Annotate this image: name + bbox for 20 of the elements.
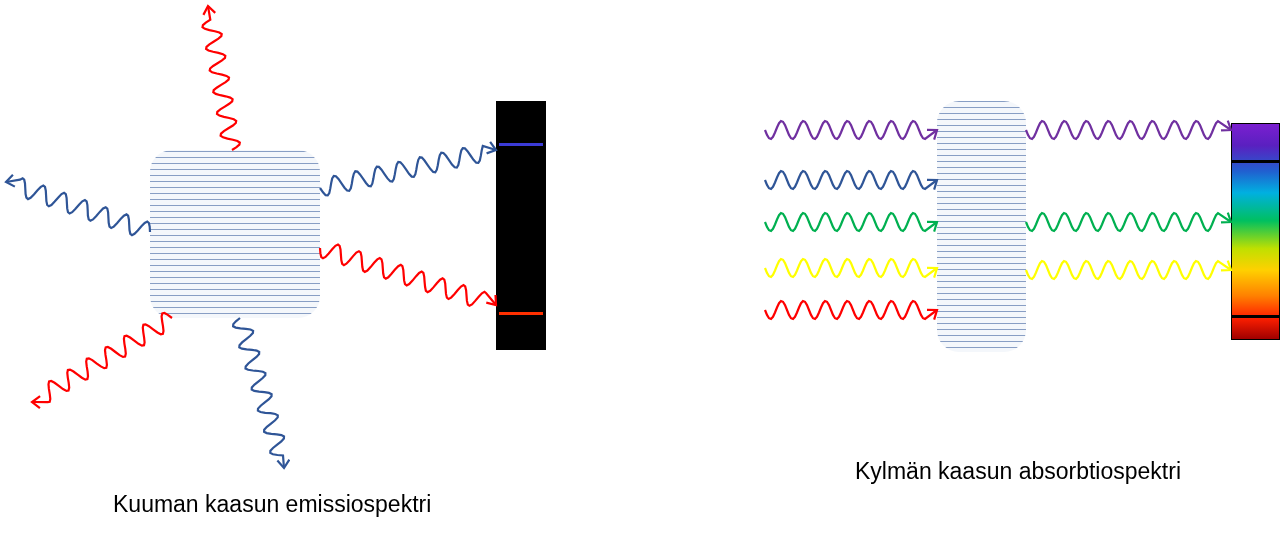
wavy-arrow xyxy=(764,169,939,191)
wavy-arrow xyxy=(1025,119,1233,141)
wavy-arrow xyxy=(764,257,939,279)
caption-text: Kuuman kaasun emissiospektri xyxy=(113,491,432,518)
gas-cloud xyxy=(937,101,1026,352)
wavy-arrow xyxy=(201,4,241,151)
wavy-arrow xyxy=(231,317,291,470)
wavy-arrow xyxy=(319,140,498,197)
wavy-arrow xyxy=(318,243,498,308)
caption-text: Kylmän kaasun absorbtiospektri xyxy=(855,458,1181,485)
wavy-arrow xyxy=(764,299,939,321)
wavy-arrow xyxy=(1025,259,1233,281)
absorption-spectrum-bar xyxy=(1231,123,1280,340)
wavy-arrow xyxy=(4,173,152,237)
gas-cloud xyxy=(150,150,320,318)
wavy-arrow xyxy=(764,211,939,233)
emission-spectrum-bar xyxy=(496,101,546,350)
wavy-arrow xyxy=(1025,211,1233,233)
wavy-arrow xyxy=(30,311,173,410)
wavy-arrow xyxy=(764,119,939,141)
